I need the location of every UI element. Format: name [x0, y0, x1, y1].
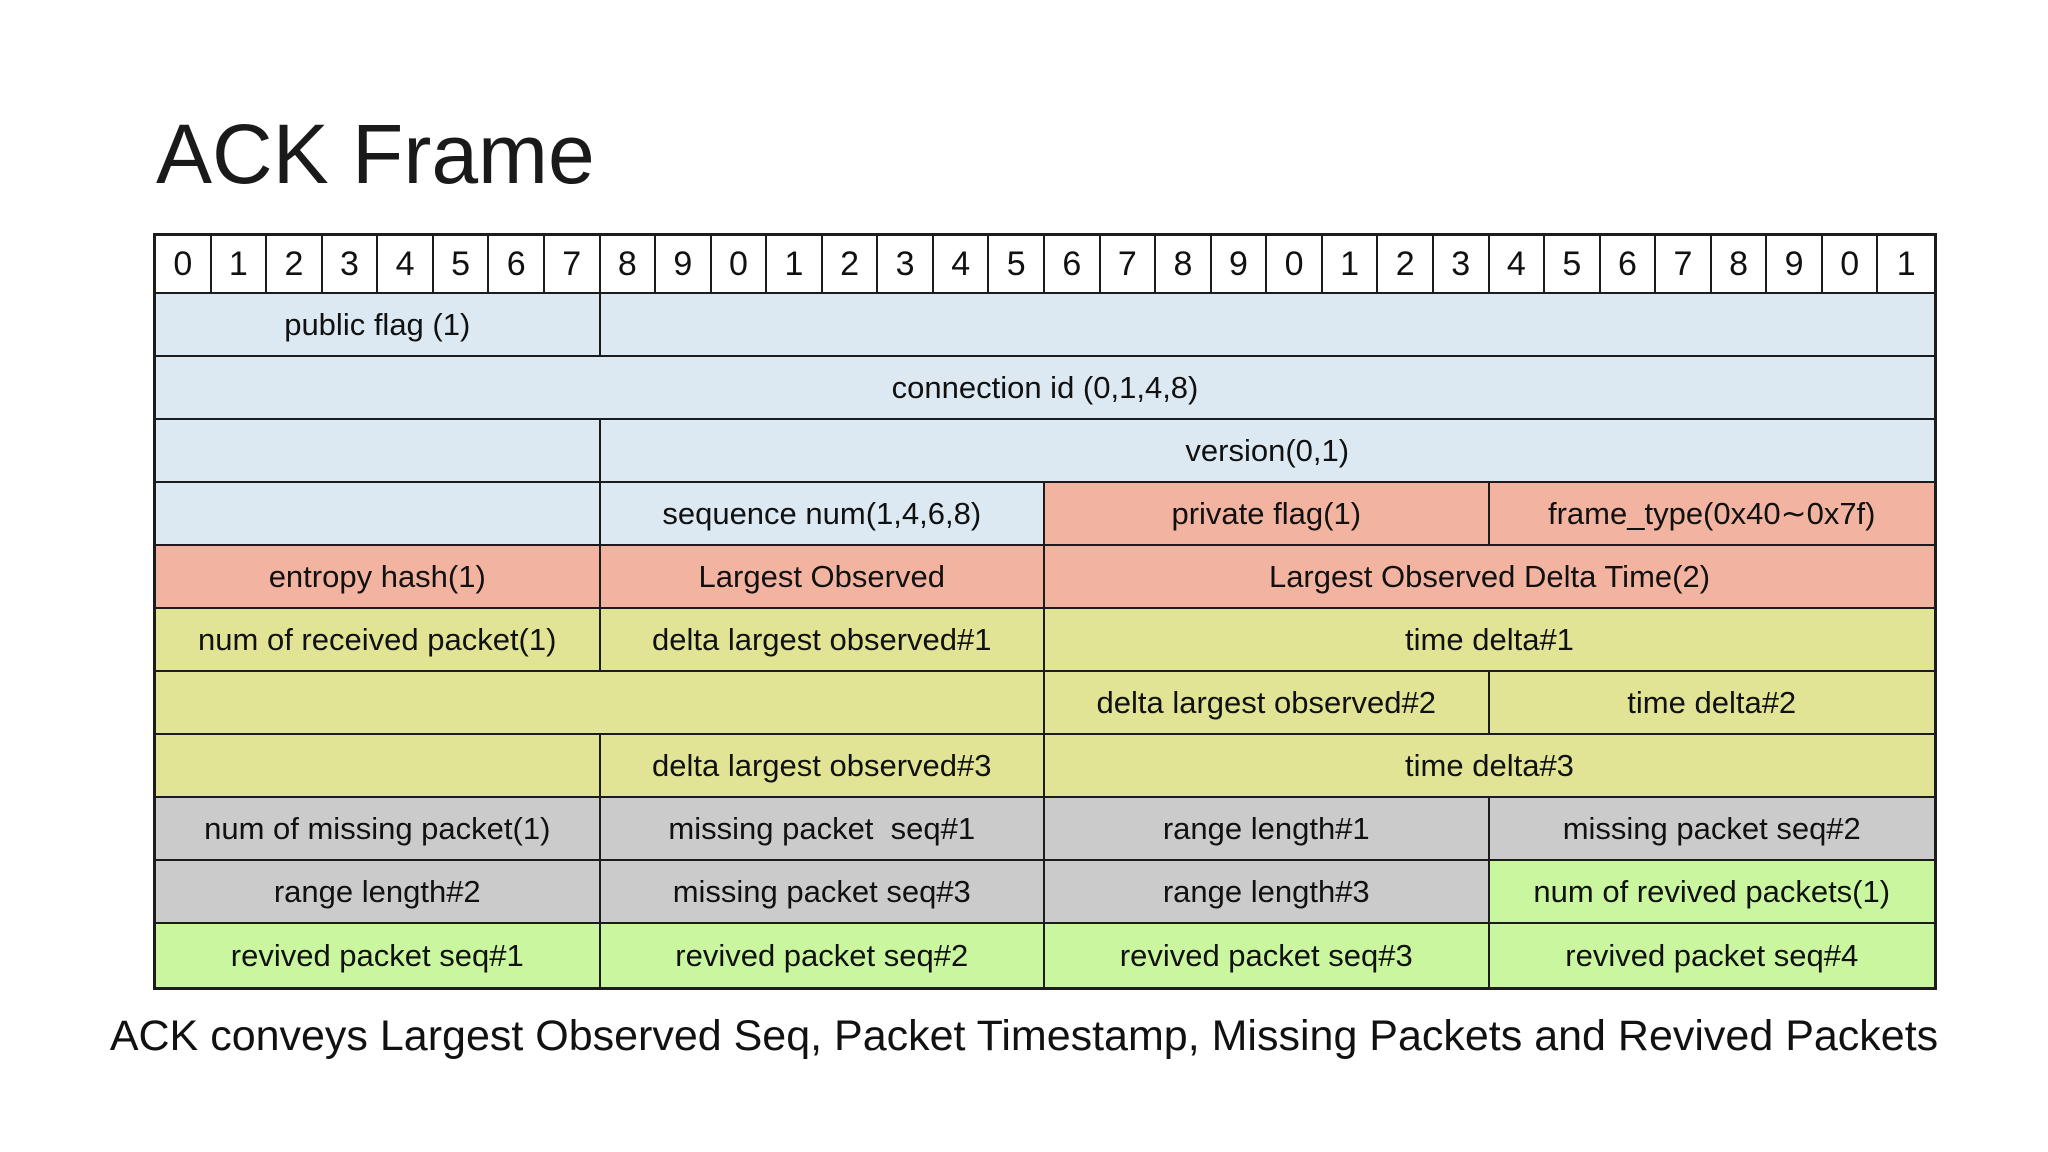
time-delta-1-cell: time delta#1: [1045, 609, 1934, 672]
bit-number-cell: 2: [1378, 236, 1434, 294]
bit-number-cell: 4: [1489, 236, 1546, 294]
bit-number-cell: 1: [767, 236, 823, 294]
num-of-received-packet-1-cell: num of received packet(1): [156, 609, 601, 672]
bit-number-cell: 2: [822, 236, 879, 294]
bit-number-cell: 9: [656, 236, 712, 294]
revived-packet-seq-1-cell: revived packet seq#1: [156, 924, 601, 987]
missing-packet-seq-1-cell: missing packet seq#1: [600, 798, 1045, 861]
connection-id-0-1-4-8-cell: connection id (0,1,4,8): [156, 357, 1934, 420]
bit-number-cell: 0: [711, 236, 768, 294]
bit-number-cell: 6: [489, 236, 545, 294]
empty-field-cell: [156, 420, 601, 483]
page-title: ACK Frame: [156, 107, 595, 201]
sequence-num-1-4-6-8-cell: sequence num(1,4,6,8): [600, 483, 1045, 546]
slide-caption: ACK conveys Largest Observed Seq, Packet…: [109, 1012, 1939, 1060]
empty-field-cell: [156, 672, 1045, 735]
missing-packet-seq-3-cell: missing packet seq#3: [600, 861, 1045, 924]
bit-number-cell: 8: [600, 236, 657, 294]
delta-largest-observed-3-cell: delta largest observed#3: [600, 735, 1045, 798]
bit-number-cell: 3: [878, 236, 934, 294]
range-length-2-cell: range length#2: [156, 861, 601, 924]
bit-number-cell: 7: [1100, 236, 1157, 294]
time-delta-3-cell: time delta#3: [1045, 735, 1934, 798]
entropy-hash-1-cell: entropy hash(1): [156, 546, 601, 609]
empty-field-cell: [600, 294, 1934, 357]
bit-number-cell: 1: [211, 236, 268, 294]
private-flag-1-cell: private flag(1): [1045, 483, 1490, 546]
num-of-missing-packet-1-cell: num of missing packet(1): [156, 798, 601, 861]
version-0-1-cell: version(0,1): [600, 420, 1934, 483]
bit-number-cell: 7: [1656, 236, 1712, 294]
bit-number-cell: 8: [1711, 236, 1768, 294]
bit-number-cell: 8: [1156, 236, 1212, 294]
time-delta-2-cell: time delta#2: [1489, 672, 1934, 735]
largest-observed-delta-time-2-cell: Largest Observed Delta Time(2): [1045, 546, 1934, 609]
bit-number-cell: 3: [1433, 236, 1490, 294]
revived-packet-seq-4-cell: revived packet seq#4: [1489, 924, 1934, 987]
bit-number-cell: 2: [267, 236, 323, 294]
bit-number-cell: 1: [1322, 236, 1379, 294]
bit-number-cell: 0: [1822, 236, 1879, 294]
range-length-1-cell: range length#1: [1045, 798, 1490, 861]
bit-number-cell: 3: [322, 236, 379, 294]
bit-number-cell: 4: [933, 236, 990, 294]
largest-observed-cell: Largest Observed: [600, 546, 1045, 609]
frame-type-0x40-0x7f-cell: frame_type(0x40∼0x7f): [1489, 483, 1934, 546]
bit-number-cell: 5: [1545, 236, 1601, 294]
bit-number-cell: 5: [433, 236, 490, 294]
bit-number-cell: 9: [1211, 236, 1268, 294]
bit-number-cell: 6: [1600, 236, 1657, 294]
bit-number-cell: 0: [156, 236, 212, 294]
delta-largest-observed-2-cell: delta largest observed#2: [1045, 672, 1490, 735]
public-flag-1-cell: public flag (1): [156, 294, 601, 357]
bit-number-cell: 1: [1878, 236, 1934, 294]
num-of-revived-packets-1-cell: num of revived packets(1): [1489, 861, 1934, 924]
missing-packet-seq-2-cell: missing packet seq#2: [1489, 798, 1934, 861]
range-length-3-cell: range length#3: [1045, 861, 1490, 924]
bit-number-cell: 7: [544, 236, 601, 294]
empty-field-cell: [156, 483, 601, 546]
bit-number-cell: 6: [1045, 236, 1101, 294]
bit-number-cell: 0: [1267, 236, 1323, 294]
bit-number-cell: 5: [989, 236, 1045, 294]
revived-packet-seq-3-cell: revived packet seq#3: [1045, 924, 1490, 987]
revived-packet-seq-2-cell: revived packet seq#2: [600, 924, 1045, 987]
delta-largest-observed-1-cell: delta largest observed#1: [600, 609, 1045, 672]
empty-field-cell: [156, 735, 601, 798]
bit-number-cell: 9: [1767, 236, 1823, 294]
bit-number-cell: 4: [378, 236, 434, 294]
